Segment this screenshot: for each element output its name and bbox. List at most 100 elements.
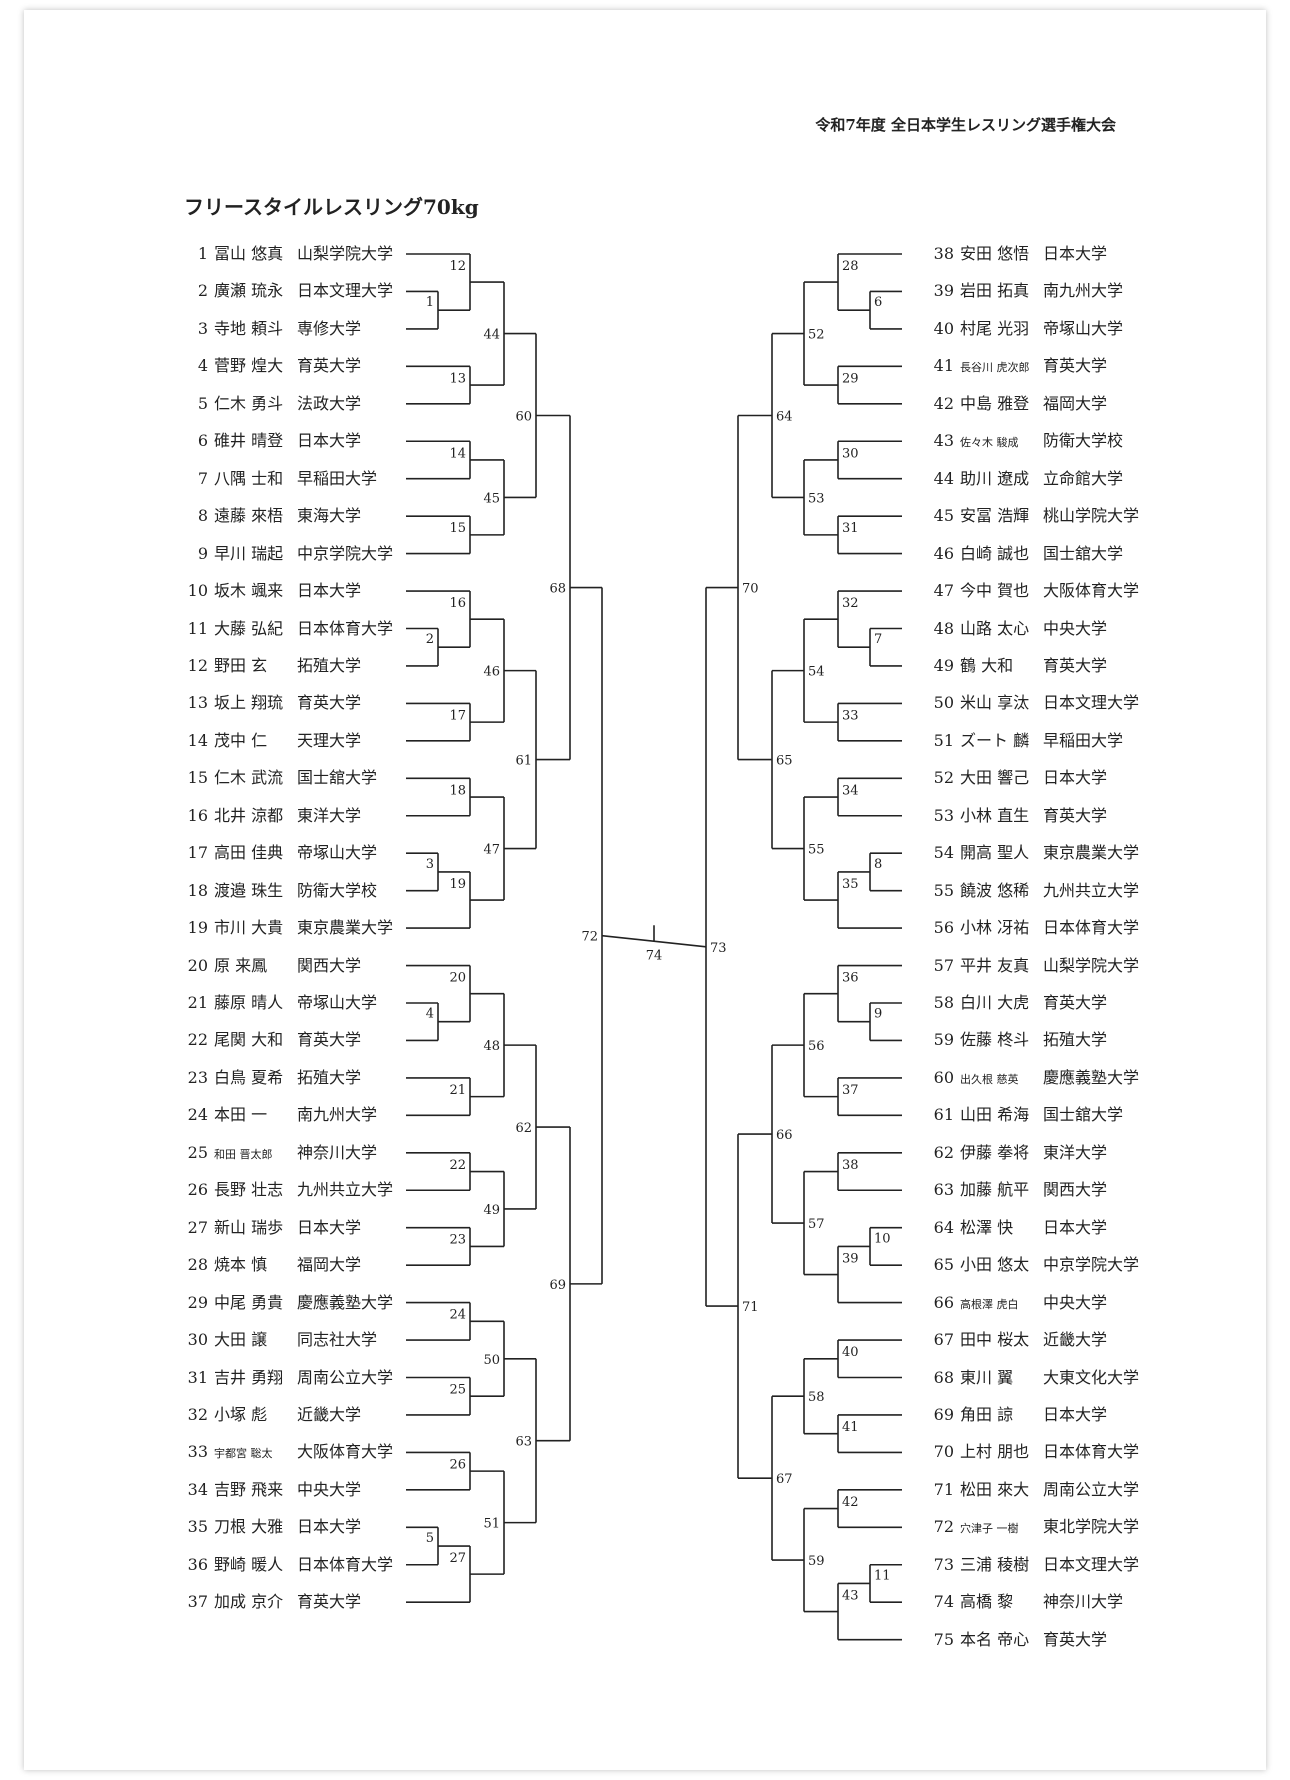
bout-number: 29 xyxy=(842,371,859,386)
team-name: 防衛大学校 xyxy=(1043,431,1124,451)
bout-number: 73 xyxy=(710,941,727,956)
entry-number: 20 xyxy=(187,955,208,975)
entry-number: 17 xyxy=(187,843,208,863)
wrestler-name: 本田 一 xyxy=(214,1105,268,1125)
bout-number: 59 xyxy=(808,1554,825,1569)
bout-number: 38 xyxy=(842,1158,859,1173)
entry-number: 54 xyxy=(933,843,954,863)
wrestler-name: 八隅 士和 xyxy=(214,468,284,488)
bout-number: 12 xyxy=(449,259,466,274)
wrestler-name: 助川 遼成 xyxy=(960,468,1030,488)
team-name: 日本大学 xyxy=(297,1517,362,1537)
wrestler-name: 穴津子 一樹 xyxy=(960,1522,1019,1536)
bout-number: 42 xyxy=(842,1495,859,1510)
wrestler-name: 仁木 勇斗 xyxy=(214,393,284,413)
bout-number: 36 xyxy=(842,971,859,986)
team-name: 日本大学 xyxy=(1043,244,1108,263)
team-name: 九州共立大学 xyxy=(1043,880,1140,900)
wrestler-name: 米山 享汰 xyxy=(960,693,1030,713)
bout-number: 48 xyxy=(483,1039,500,1054)
entry-number: 55 xyxy=(933,880,954,900)
team-name: 育英大学 xyxy=(297,693,362,713)
wrestler-name: 伊藤 拳将 xyxy=(960,1142,1030,1162)
entry-number: 4 xyxy=(197,356,208,376)
bout-number: 49 xyxy=(483,1203,500,1218)
wrestler-name: 野田 玄 xyxy=(214,655,268,675)
team-name: 中京学院大学 xyxy=(1043,1255,1140,1275)
team-name: 慶應義塾大学 xyxy=(1043,1067,1140,1087)
wrestler-name: 坂木 颯来 xyxy=(214,581,284,601)
wrestler-name: 高根澤 虎白 xyxy=(960,1297,1019,1311)
entry-number: 67 xyxy=(933,1330,954,1350)
entry-number: 75 xyxy=(933,1629,954,1649)
team-name: 神奈川大学 xyxy=(297,1142,378,1162)
team-name: 大東文化大学 xyxy=(1043,1367,1140,1387)
bout-number: 27 xyxy=(449,1551,466,1566)
team-name: 法政大学 xyxy=(297,393,362,413)
entry-number: 36 xyxy=(187,1554,208,1574)
bracket-sheet: 令和7年度 全日本学生レスリング選手権大会 フリースタイルレスリング70kg 1… xyxy=(24,10,1266,1770)
team-name: 日本体育大学 xyxy=(1043,1442,1140,1462)
entry-number: 64 xyxy=(933,1217,954,1237)
wrestler-name: 宇都宮 聡太 xyxy=(214,1447,273,1461)
entry-number: 50 xyxy=(933,693,954,713)
bout-number: 34 xyxy=(842,783,859,798)
wrestler-name: 佐々木 駿成 xyxy=(960,436,1019,450)
bout-number: 21 xyxy=(449,1083,466,1098)
entry-number: 51 xyxy=(933,730,954,750)
team-name: 育英大学 xyxy=(1043,805,1108,825)
bout-number: 54 xyxy=(808,665,825,680)
wrestler-name: 吉井 勇翔 xyxy=(214,1367,284,1387)
bout-number: 68 xyxy=(549,582,566,597)
bout-number: 63 xyxy=(515,1435,532,1450)
entry-number: 8 xyxy=(197,506,208,526)
wrestler-name: 佐藤 柊斗 xyxy=(960,1030,1030,1050)
entry-number: 65 xyxy=(933,1255,954,1275)
entry-number: 24 xyxy=(187,1105,208,1125)
team-name: 日本体育大学 xyxy=(297,1554,394,1574)
wrestler-name: 刀根 大雅 xyxy=(214,1517,284,1537)
bout-number: 51 xyxy=(483,1517,500,1532)
team-name: 山梨学院大学 xyxy=(1043,955,1140,975)
entry-number: 28 xyxy=(187,1255,208,1275)
entry-number: 1 xyxy=(197,244,208,263)
entry-number: 72 xyxy=(933,1517,954,1537)
entry-number: 2 xyxy=(197,281,208,301)
wrestler-name: 白崎 誠也 xyxy=(960,543,1030,563)
wrestler-name: 尾関 大和 xyxy=(214,1030,284,1050)
team-name: 中央大学 xyxy=(297,1479,362,1499)
wrestler-name: 本名 帝心 xyxy=(960,1629,1030,1649)
entry-number: 44 xyxy=(933,468,954,488)
bout-number: 50 xyxy=(483,1353,500,1368)
wrestler-name: 平井 友真 xyxy=(960,955,1030,975)
team-name: 周南公立大学 xyxy=(1043,1479,1140,1499)
entry-number: 59 xyxy=(933,1030,954,1050)
